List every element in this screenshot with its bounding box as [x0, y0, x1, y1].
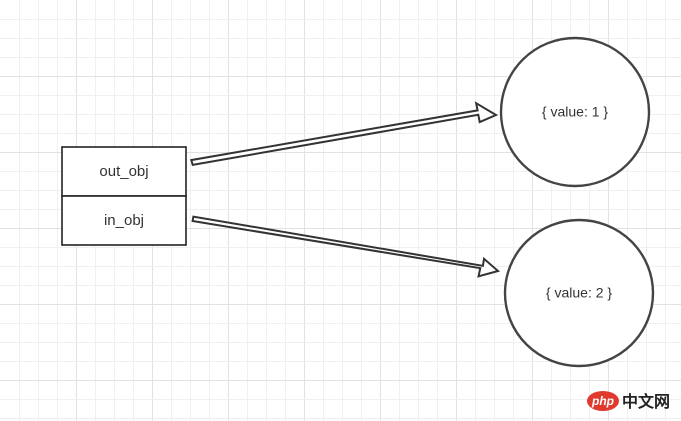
variable-cell-in-obj: [61, 195, 187, 246]
object-label-value-2: { value: 2 }: [546, 285, 612, 301]
object-circle-value-1: [499, 36, 651, 188]
variable-box: out_obj in_obj: [61, 146, 187, 246]
variable-label-in-obj: in_obj: [104, 212, 144, 229]
object-node-value-1: { value: 1 }: [499, 36, 651, 188]
watermark-badge: [587, 391, 619, 411]
object-node-value-2: { value: 2 }: [503, 218, 655, 368]
watermark-brand: php: [591, 394, 614, 408]
variable-label-out-obj: out_obj: [99, 163, 148, 180]
object-label-value-1: { value: 1 }: [542, 104, 608, 120]
reference-arrow-in-obj: [191, 215, 501, 278]
watermark-text: 中文网: [622, 392, 670, 411]
object-circle-value-2: [503, 218, 655, 368]
watermark-logo: php 中文网: [587, 391, 670, 411]
reference-arrow-out-obj: [190, 101, 499, 167]
variable-cell-out-obj: [61, 146, 187, 197]
